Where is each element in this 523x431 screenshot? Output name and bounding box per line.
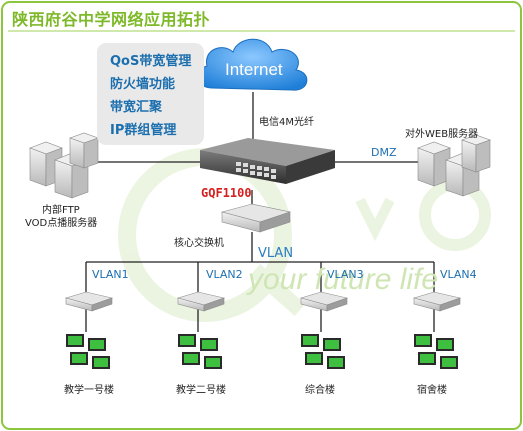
vlan2-label: VLAN2 [206, 268, 243, 281]
links [85, 92, 435, 332]
vlan1-label: VLAN1 [92, 268, 129, 281]
internal-server-label-line2: VOD点播服务器 [25, 218, 98, 229]
access-switch-icon-3 [299, 291, 349, 312]
core-switch-icon [220, 203, 292, 233]
building-label-2: 教学二号楼 [176, 385, 226, 396]
internet-label: Internet [225, 60, 283, 79]
web-server-icon [417, 134, 491, 197]
page-title: 陕西府谷中学网络应用拓扑 [12, 10, 211, 29]
access-switch-icon-2 [176, 291, 226, 312]
feature-item: 防火墙功能 [110, 77, 176, 92]
uplink-label: 电信4M光纤 [259, 117, 314, 128]
pc-cluster-icon-2 [178, 334, 222, 369]
router-model-label: GQF1100 [201, 186, 252, 200]
core-switch-label: 核心交换机 [174, 238, 224, 249]
building-label-3: 综合楼 [305, 385, 335, 396]
router-device-icon [200, 138, 335, 184]
pc-cluster-icon-4 [414, 334, 458, 369]
web-server-label: 对外WEB服务器 [405, 129, 479, 140]
pc-cluster-icon-1 [66, 334, 110, 369]
access-switch-icon-1 [64, 291, 114, 312]
dmz-label: DMZ [371, 146, 397, 159]
internal-server-icon [29, 132, 99, 199]
building-label-4: 宿舍楼 [417, 385, 447, 396]
internet-cloud-icon [197, 38, 308, 91]
feature-item: QoS带宽管理 [110, 54, 192, 69]
feature-item: 带宽汇聚 [110, 100, 163, 115]
feature-item: IP群组管理 [110, 123, 177, 138]
feature-panel: QoS带宽管理 防火墙功能 带宽汇聚 IP群组管理 [97, 43, 204, 145]
watermark-slogan: your future life [248, 263, 439, 296]
access-switch-icon-4 [412, 291, 462, 312]
internal-server-label-line1: 内部FTP [42, 205, 80, 216]
pc-cluster-icon-3 [301, 334, 345, 369]
vlan4-label: VLAN4 [440, 268, 477, 281]
building-label-1: 教学一号楼 [64, 385, 114, 396]
vlan3-label: VLAN3 [327, 268, 364, 281]
vlan-label: VLAN [258, 246, 294, 261]
